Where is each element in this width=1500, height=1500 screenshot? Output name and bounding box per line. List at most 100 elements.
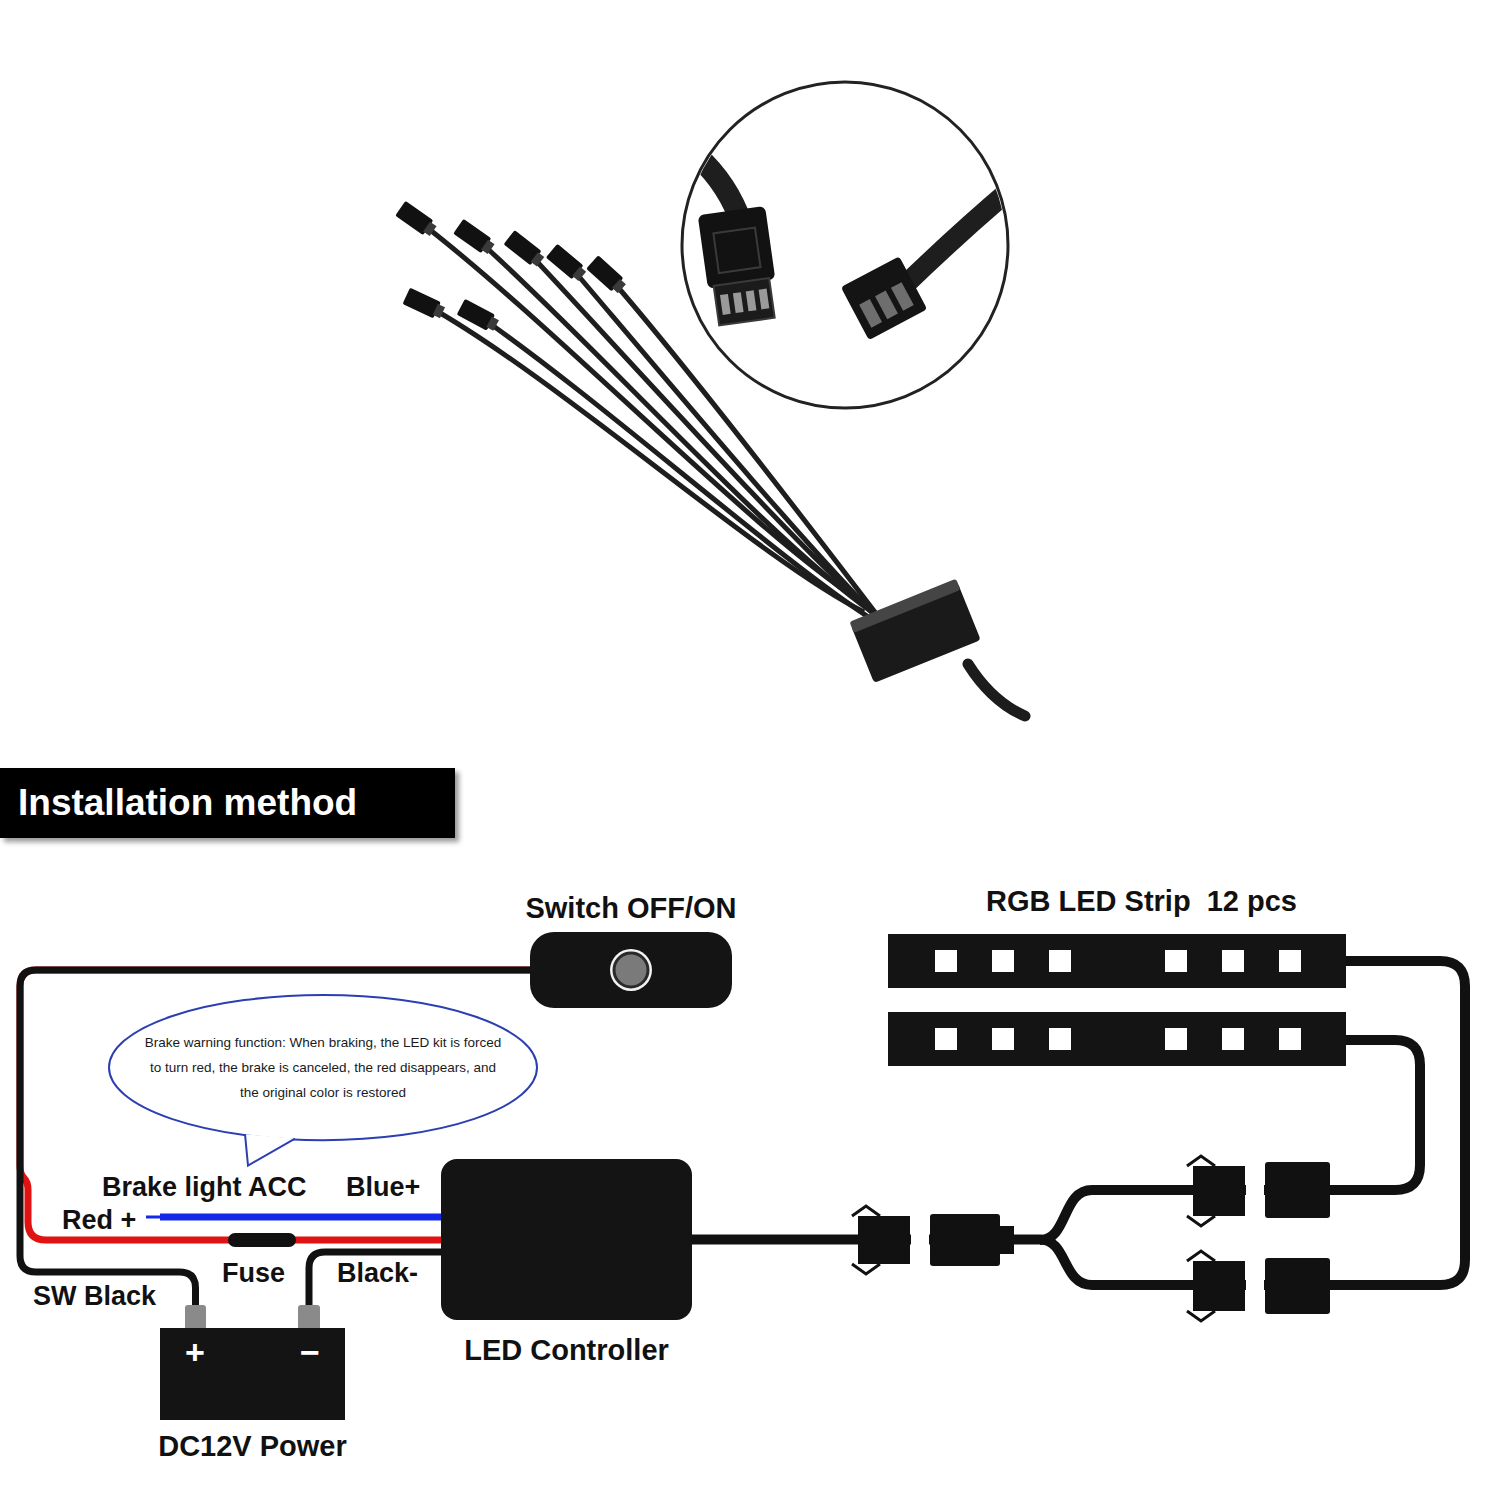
- plug-ear: [1187, 1156, 1215, 1166]
- mini-connector: [395, 201, 438, 239]
- switch-button: [530, 932, 732, 1008]
- text-holder: SW Black: [33, 1281, 173, 1311]
- button-ring: [610, 949, 652, 991]
- led-chip: [1049, 1028, 1071, 1050]
- male-plug: [1193, 1261, 1245, 1311]
- main-cable: [968, 664, 1025, 716]
- blue-wire: [160, 1214, 441, 1221]
- text-holder: Black-: [337, 1258, 437, 1288]
- led-strip: [888, 1012, 1346, 1066]
- socket-hole: [875, 291, 898, 320]
- plug-gap: [1246, 1273, 1264, 1297]
- led-chip: [1222, 1028, 1244, 1050]
- text-holder: Blue+: [346, 1172, 436, 1202]
- led-chip: [1222, 950, 1244, 972]
- connector-tip: [612, 279, 626, 293]
- mini-connector: [546, 244, 588, 284]
- inset-cable: [905, 188, 1012, 285]
- male-plug: [1193, 1166, 1245, 1216]
- title-bar: Installation method: [0, 768, 455, 838]
- callout-text-holder: Brake warning function: When braking, th…: [143, 1030, 503, 1105]
- terminal-sign: +: [185, 1332, 205, 1372]
- led-chip: [992, 950, 1014, 972]
- connector-tip: [486, 316, 499, 330]
- plug-ear: [1187, 1311, 1215, 1321]
- male-plug: [698, 206, 781, 326]
- battery-label: DC12V Power: [158, 1429, 347, 1463]
- battery-node: + − DC12V Power: [155, 1300, 350, 1470]
- text-holder: RGB LED Strip 12 pcs: [904, 884, 1379, 918]
- plug-pin: [720, 294, 731, 315]
- mini-connector: [457, 299, 501, 334]
- inset-cable: [688, 148, 738, 214]
- text-holder: Switch OFF/ON: [515, 891, 747, 925]
- connector-tip: [433, 304, 445, 318]
- junction-box: [849, 579, 980, 683]
- callout-ellipse: [109, 995, 537, 1140]
- switch-node: Switch OFF/ON: [515, 880, 747, 1010]
- led-chip: [1165, 1028, 1187, 1050]
- led-chip: [1279, 1028, 1301, 1050]
- female-plug: [1265, 1258, 1330, 1314]
- text-holder: −: [290, 1332, 330, 1372]
- led-chip: [1049, 950, 1071, 972]
- connector-tip: [572, 267, 586, 281]
- connector-tip: [423, 222, 436, 236]
- led-strip: [888, 934, 1346, 988]
- text-holder: DC12V Power: [155, 1429, 350, 1463]
- blue-wire-end: [146, 1216, 162, 1219]
- text-holder: LED Controller: [441, 1333, 692, 1367]
- wire-label: Brake light ACC: [102, 1172, 307, 1202]
- wire-label: Fuse: [222, 1258, 285, 1288]
- junction-top: [849, 579, 960, 633]
- branch-wire: [1040, 1040, 1420, 1240]
- male-plug: [858, 1216, 910, 1264]
- plug-latch: [713, 228, 760, 273]
- text-holder: Fuse: [222, 1258, 302, 1288]
- strip-label: RGB LED Strip 12 pcs: [986, 884, 1297, 918]
- callout-tail: [245, 1135, 295, 1166]
- plug-ear: [852, 1206, 880, 1216]
- plug-gap: [1246, 1178, 1264, 1202]
- text-holder: +: [175, 1332, 215, 1372]
- plug-body: [698, 206, 776, 289]
- switch-body: [530, 932, 732, 1008]
- socket-hole: [891, 282, 914, 311]
- wire-connector: [692, 961, 1465, 1285]
- mini-connector: [586, 255, 628, 295]
- plug-front: [714, 278, 775, 325]
- socket-hole: [859, 299, 882, 328]
- connector-tip: [481, 240, 494, 254]
- cable-illustration: [0, 0, 1500, 760]
- terminal-sign: −: [300, 1332, 320, 1372]
- callout-text: Brake warning function: When braking, th…: [143, 1030, 503, 1105]
- plug-pin: [733, 292, 744, 313]
- wire-label: SW Black: [33, 1281, 156, 1311]
- wire-label: Red +: [62, 1206, 136, 1234]
- mini-connector: [402, 288, 446, 321]
- led-chip: [992, 1028, 1014, 1050]
- battery-terminal: [185, 1305, 206, 1329]
- female-plug: [1265, 1162, 1330, 1218]
- title-text: Installation method: [0, 768, 415, 838]
- fuse-symbol: [228, 1233, 296, 1247]
- text-holder: Red +: [62, 1206, 142, 1234]
- plug-pin: [746, 290, 757, 311]
- led-chip: [1279, 950, 1301, 972]
- text-holder: Brake light ACC: [102, 1172, 342, 1202]
- led-chip: [935, 950, 957, 972]
- wire-connector: [309, 1252, 441, 1305]
- wire-label: Blue+: [346, 1172, 420, 1202]
- mini-connector: [504, 230, 547, 269]
- led-chip: [935, 1028, 957, 1050]
- female-plug: [841, 256, 927, 340]
- socket-body: [841, 256, 927, 340]
- callout-bubble: Brake warning function: When braking, th…: [108, 994, 538, 1141]
- button-face: [614, 953, 648, 987]
- connector-tip: [531, 252, 545, 266]
- female-plug: [930, 1214, 1000, 1266]
- plug-pin: [759, 289, 770, 310]
- plug-ear: [1187, 1251, 1215, 1261]
